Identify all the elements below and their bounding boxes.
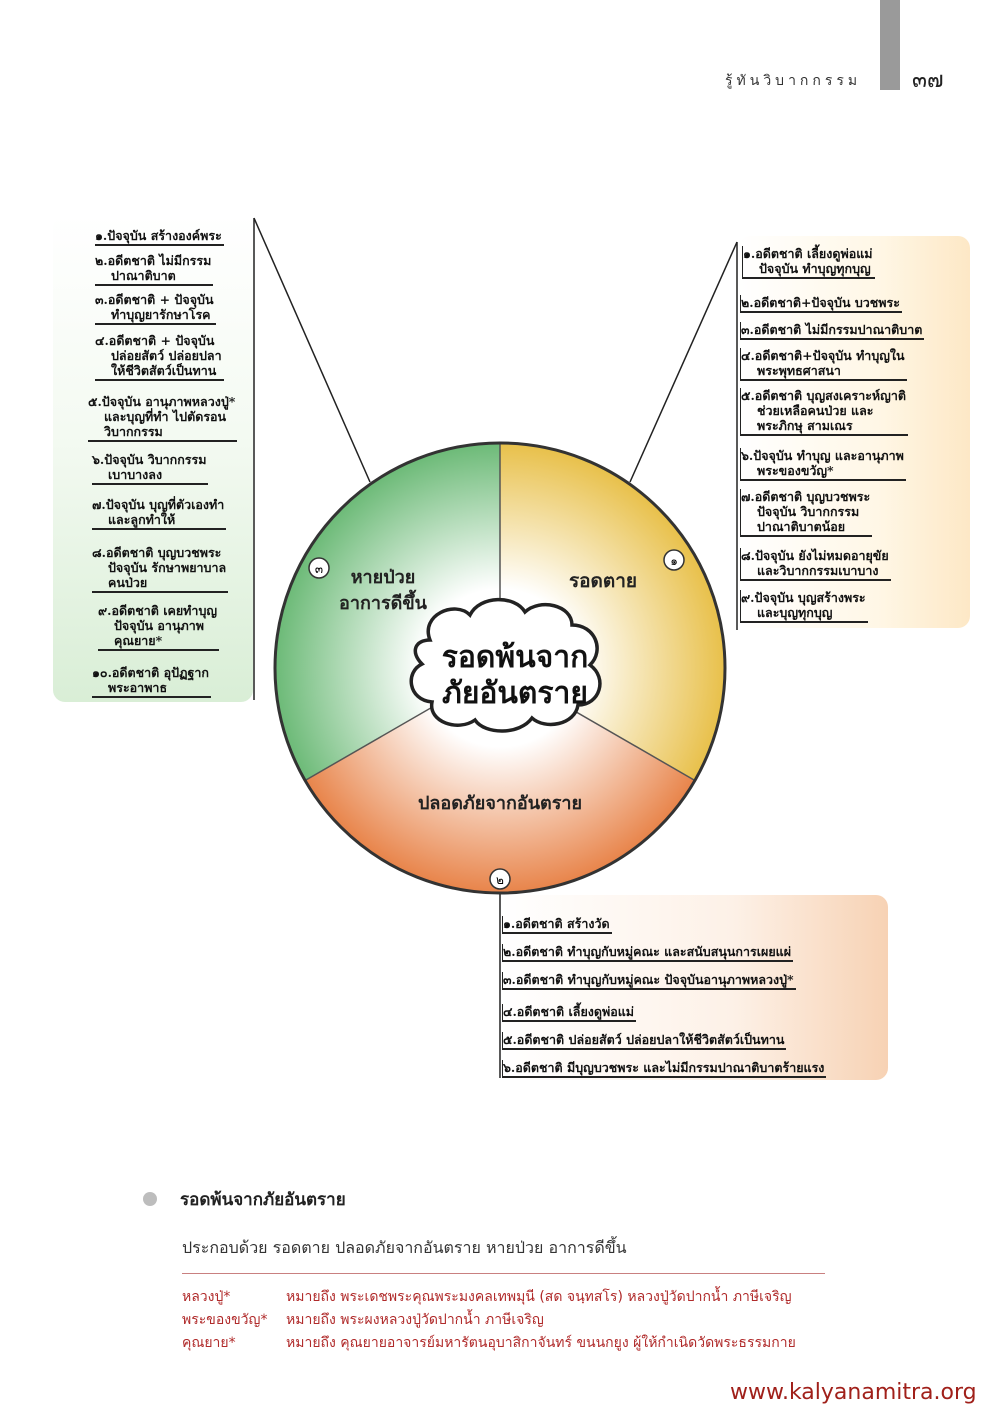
- bottom-item-6: ๖.อดีตชาติ มีบุญบวชพระ และไม่มีกรรมปาณาต…: [502, 1060, 827, 1078]
- left-connector-line: [253, 217, 371, 483]
- center-cloud-shape: [409, 597, 602, 733]
- footnote-term: หลวงปู่*: [182, 1289, 231, 1305]
- footnote-definition: หมายถึง พระผงหลวงปู่วัดปากน้ำ ภาษีเจริญ: [286, 1312, 544, 1328]
- bottom-item-5: ๕.อดีตชาติ ปล่อยสัตว์ ปล่อยปลาให้ชีวิตสั…: [502, 1032, 787, 1050]
- footnote-term: คุณยาย*: [182, 1335, 236, 1351]
- bottom-item-3: ๓.อดีตชาติ ทำบุญกับหมู่คณะ ปัจจุบันอานุภ…: [502, 972, 796, 990]
- diagram-circle-outline: [273, 441, 727, 895]
- sector-label-hai-puai: หายป่วย อาการดีขึ้น: [318, 565, 448, 617]
- right-item-3: ๓.อดีตชาติ ไม่มีกรรมปาณาติบาต: [740, 322, 925, 340]
- sector-number-circle-2: [489, 868, 511, 890]
- sector-label-line: อาการดีขึ้น: [339, 593, 427, 614]
- bottom-item-1: ๑.อดีตชาติ สร้างวัด: [502, 916, 612, 934]
- website-link[interactable]: www.kalyanamitra.org: [730, 1380, 977, 1405]
- left-item-2: ๒.อดีตชาติ ไม่มีกรรม ปาณาติบาต: [95, 253, 214, 286]
- book-title: รู้ทันวิบากกรรม: [725, 73, 862, 89]
- right-panel-background: [738, 236, 970, 628]
- left-item-1: ๑.ปัจจุบัน สร้างองค์พระ: [95, 228, 224, 246]
- left-item-5: ๕.ปัจจุบัน อานุภาพหลวงปู่* และบุญที่ทำ ไ…: [88, 394, 238, 442]
- right-connector-line: [629, 241, 738, 483]
- right-item-5: ๕.อดีตชาติ บุญสงเคราะห์ญาติ ช่วยเหลือคนป…: [740, 388, 908, 436]
- section-description: ประกอบด้วย รอดตาย ปลอดภัยจากอันตราย หายป…: [182, 1238, 627, 1257]
- left-item-6: ๖.ปัจจุบัน วิบากกรรม เบาบางลง: [92, 452, 209, 485]
- sector-number-1: ๑: [670, 554, 678, 568]
- right-item-9: ๙.ปัจจุบัน บุญสร้างพระ และบุญทุกบุญ: [740, 590, 868, 623]
- bullet-icon: [143, 1192, 157, 1206]
- page-number: ๓๗: [912, 68, 944, 93]
- sector-label-plod-pai: ปลอดภัยจากอันตราย: [417, 793, 583, 814]
- bottom-item-4: ๔.อดีตชาติ เลี้ยงดูพ่อแม่: [502, 1004, 637, 1022]
- footnote-divider: [182, 1273, 825, 1274]
- sector-label-rod-tai: รอดตาย: [568, 570, 638, 592]
- center-title-line: รอดพ้นจาก: [441, 640, 589, 675]
- right-item-6: ๖.ปัจจุบัน ทำบุญ และอานุภาพ พระของขวัญ*: [740, 448, 906, 481]
- footnote-definition: หมายถึง คุณยายอาจารย์มหารัตนอุบาสิกาจันท…: [286, 1335, 796, 1351]
- right-item-7: ๗.อดีตชาติ บุญบวชพระ ปัจจุบัน วิบากกรรม …: [740, 489, 873, 537]
- sector-number-circle-1: [663, 549, 685, 571]
- sector-number-circle-3: [308, 557, 330, 579]
- section-title: รอดพ้นจากภัยอันตราย: [180, 1190, 346, 1210]
- right-item-1: ๑.อดีตชาติ เลี้ยงดูพ่อแม่ ปัจจุบัน ทำบุญ…: [742, 246, 875, 279]
- center-title: รอดพ้นจาก ภัยอันตราย: [415, 640, 615, 712]
- bottom-item-2: ๒.อดีตชาติ ทำบุญกับหมู่คณะ และสนับสนุนกา…: [502, 944, 794, 962]
- sector-label-line: หายป่วย: [350, 567, 416, 588]
- right-item-2: ๒.อดีตชาติ+ปัจจุบัน บวชพระ: [740, 295, 902, 313]
- center-title-line: ภัยอันตราย: [442, 676, 588, 711]
- left-item-10: ๑๐.อดีตชาติ อุปัฏฐาก พระอาพาธ: [92, 665, 211, 698]
- left-item-8: ๘.อดีตชาติ บุญบวชพระ ปัจจุบัน รักษาพยาบา…: [92, 545, 229, 593]
- header-tab-bar: [880, 0, 900, 90]
- sector-number-2: ๒: [496, 873, 504, 887]
- left-panel-background: [53, 215, 253, 702]
- left-item-4: ๔.อดีตชาติ + ปัจจุบัน ปล่อยสัตว์ ปล่อยปล…: [95, 333, 224, 381]
- left-item-9: ๙.อดีตชาติ เคยทำบุญ ปัจจุบัน อานุภาพ คุณ…: [98, 603, 220, 651]
- left-item-3: ๓.อดีตชาติ + ปัจจุบัน ทำบุญยารักษาโรค: [95, 292, 216, 325]
- left-item-7: ๗.ปัจจุบัน บุญที่ตัวเองทำ และลูกทำให้: [92, 497, 227, 530]
- footnote-term: พระของขวัญ*: [182, 1312, 268, 1328]
- sector-number-3: ๓: [315, 562, 323, 576]
- right-item-8: ๘.ปัจจุบัน ยังไม่หมดอายุขัย และวิบากกรรม…: [740, 548, 891, 581]
- right-item-4: ๔.อดีตชาติ+ปัจจุบัน ทำบุญใน พระพุทธศาสนา: [740, 348, 907, 381]
- footnote-definition: หมายถึง พระเดชพระคุณพระมงคลเทพมุนี (สด จ…: [286, 1289, 792, 1305]
